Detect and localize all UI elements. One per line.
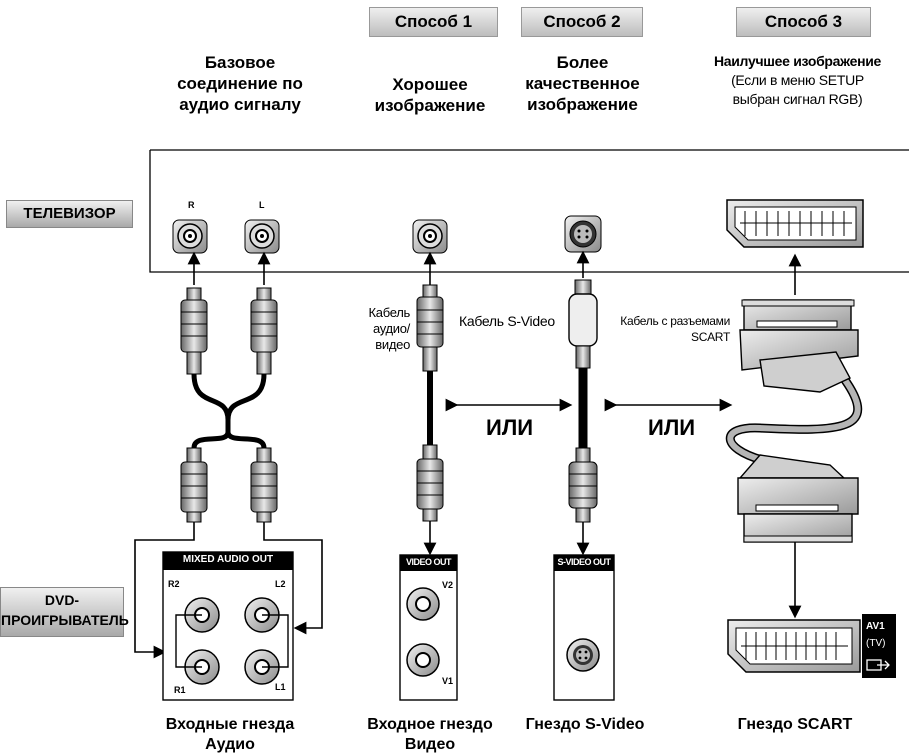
tv-jack-l (244, 219, 280, 254)
header-best-picture-note2: выбран сигнал RGB) (732, 91, 863, 107)
bottom-label-audio-line1: Входные гнезда (165, 716, 295, 733)
video-jack-v2 (406, 587, 440, 621)
mixed-audio-out-label: MIXED AUDIO OUT (182, 554, 274, 565)
av-cable-label: Кабель аудио/видео (348, 305, 411, 353)
dvd-player-label-line2: ПРОИГРЫВАТЕЛЬ (1, 612, 129, 628)
header-basic-audio-line2: соединение по (177, 74, 303, 93)
jack-label-r2: R2 (168, 579, 180, 589)
svideo-cable-label: Кабель S-Video (459, 313, 555, 329)
tv-jack-video (412, 219, 448, 254)
header-best-picture: Наилучшее изображение (Если в меню SETUP… (690, 52, 905, 109)
header-best-picture-note1: (Если в меню SETUP (731, 72, 864, 88)
scart-plug-bottom (737, 454, 859, 543)
bottom-label-video: Входное гнездо Видео (350, 715, 510, 755)
scart-cable-label-line2: SCART (691, 330, 730, 344)
tv-jack-svideo (564, 215, 602, 253)
dvd-scart-jack (727, 614, 896, 678)
scart-cable-label-line1: Кабель с разъемами (620, 314, 730, 328)
bottom-label-video-line2: Видео (404, 736, 456, 753)
av-cable-label-line2: аудио/видео (372, 321, 410, 352)
svideo-out-panel (553, 554, 615, 701)
tv-scart-jack (726, 199, 864, 248)
tv-label: ТЕЛЕВИЗОР (6, 200, 133, 228)
method-1-badge: Способ 1 (369, 7, 498, 37)
bottom-label-scart: Гнездо SCART (737, 716, 853, 733)
video-out-panel (399, 554, 458, 701)
or-label-1: ИЛИ (486, 415, 534, 440)
av1-tv-label: (TV) (866, 638, 886, 649)
jack-label-l2: L2 (275, 579, 286, 589)
scart-cable-label: Кабель с разъемами SCART (612, 313, 730, 345)
audio-plug-bottom-l (250, 447, 278, 523)
dvd-player-label: DVD- ПРОИГРЫВАТЕЛЬ (0, 587, 129, 637)
jack-label-l1: L1 (275, 682, 286, 692)
dvd-player-label-line1: DVD- (44, 592, 80, 608)
av1-label: AV1 (866, 621, 885, 632)
jack-label-v1: V1 (442, 676, 454, 686)
svideo-cable (568, 279, 598, 523)
svideo-out-label: S-VIDEO OUT (557, 557, 611, 567)
audio-plug-top-l (250, 287, 278, 375)
video-jack-v1 (406, 643, 440, 677)
svideo-jack (566, 638, 600, 672)
audio-cable (180, 287, 278, 523)
bottom-label-video-line1: Входное гнездо (367, 716, 493, 733)
header-good-picture-line1: Хорошее (392, 75, 468, 94)
header-good-picture-line2: изображение (374, 96, 486, 115)
av-cable (416, 284, 444, 522)
header-better-picture-line2: качественное (525, 74, 640, 93)
jack-label-r1: R1 (174, 685, 186, 695)
tv-jack-l-label: L (259, 200, 265, 210)
audio-plug-top-r (180, 287, 208, 375)
video-out-label: VIDEO OUT (405, 557, 452, 567)
header-better-picture-line1: Более (556, 53, 609, 72)
header-best-picture-title: Наилучшее изображение (713, 53, 882, 69)
bottom-label-audio-line2: Аудио (205, 736, 255, 753)
audio-plug-bottom-r (180, 447, 208, 523)
bottom-label-svideo: Гнездо S-Video (525, 716, 645, 733)
or-label-2: ИЛИ (648, 415, 696, 440)
method-3-badge: Способ 3 (736, 7, 871, 37)
tv-panel (149, 149, 909, 273)
header-basic-audio-line1: Базовое (204, 53, 276, 72)
scart-cable (725, 299, 863, 543)
method-2-badge: Способ 2 (521, 7, 643, 37)
jack-label-v2: V2 (442, 580, 454, 590)
header-good-picture: Хорошее изображение (355, 74, 505, 116)
scart-plug-top (739, 299, 859, 393)
header-basic-audio-line3: аудио сигналу (179, 95, 301, 114)
tv-jack-r (172, 219, 208, 254)
header-basic-audio: Базовое соединение по аудио сигналу (155, 52, 325, 115)
av-cable-label-line1: Кабель (368, 305, 411, 320)
bottom-label-audio: Входные гнезда Аудио (140, 715, 320, 755)
mixed-audio-out-panel (162, 551, 294, 701)
tv-jack-r-label: R (188, 200, 195, 210)
header-better-picture-line3: изображение (527, 95, 638, 114)
header-better-picture: Более качественное изображение (510, 52, 655, 115)
